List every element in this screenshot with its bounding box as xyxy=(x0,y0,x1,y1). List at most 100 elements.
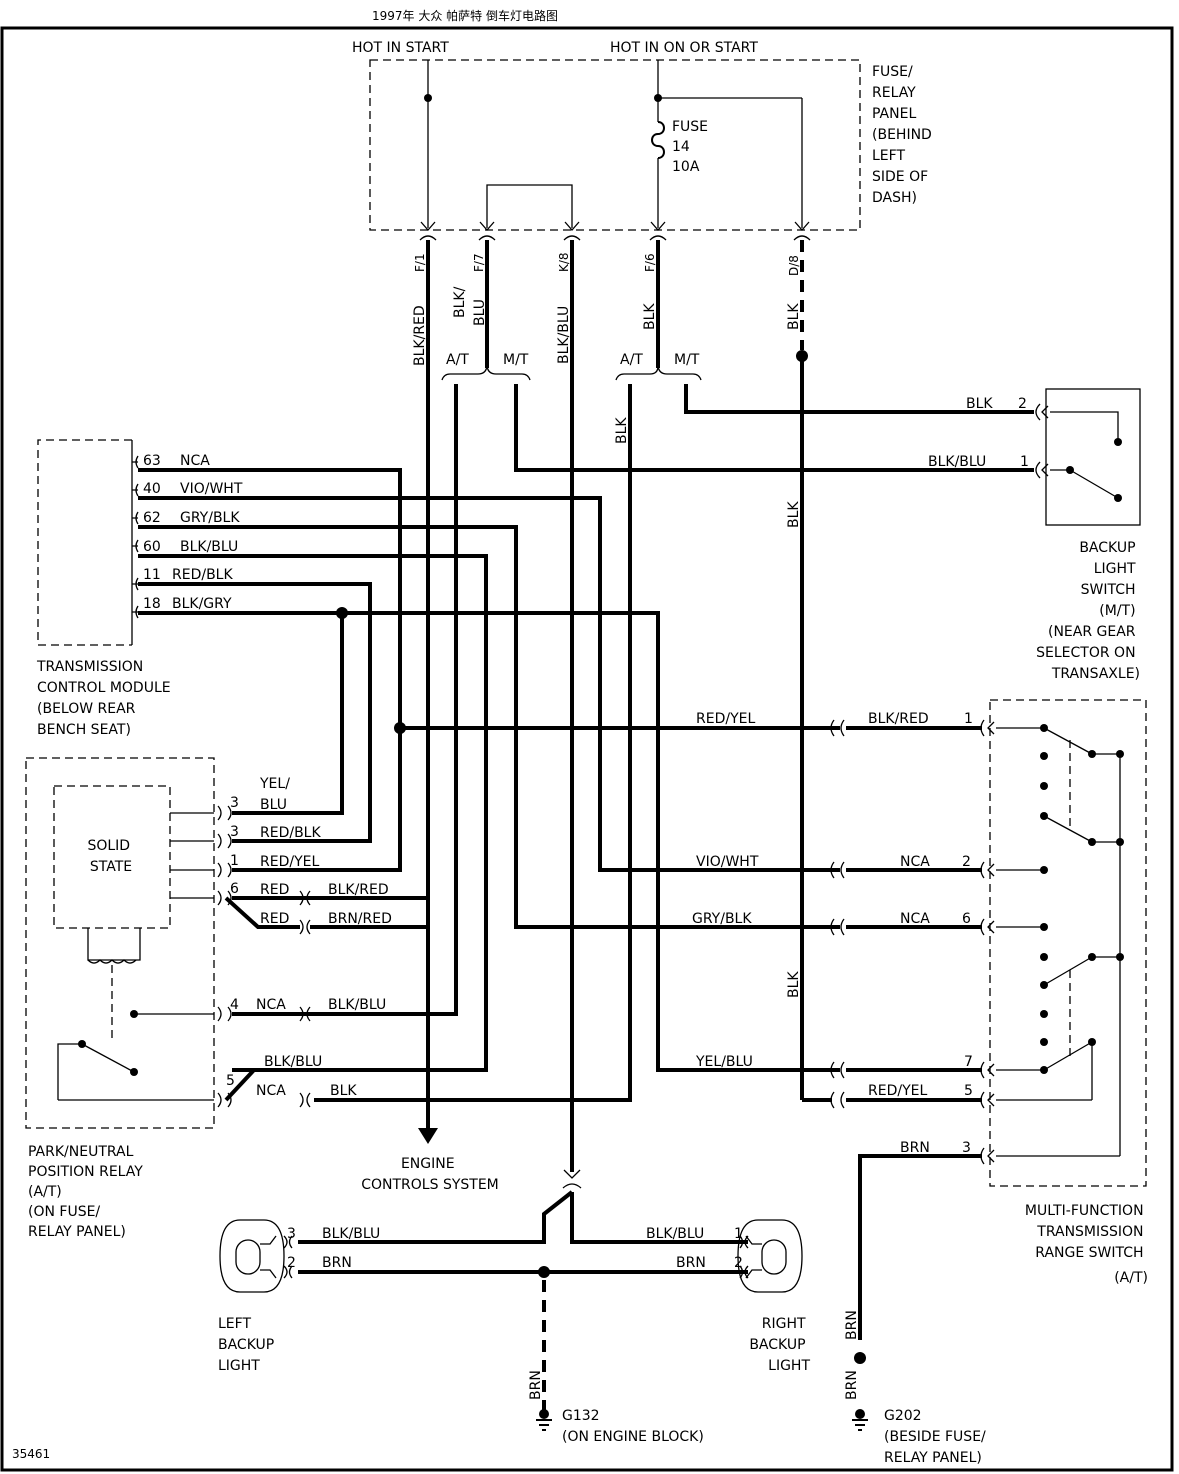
tcm-pin-num: 63 xyxy=(143,453,161,469)
mfrs-pin-wire-left: GRY/BLK xyxy=(692,911,752,927)
at-branch-wire xyxy=(314,384,632,1102)
right-light-connectors xyxy=(739,1235,749,1279)
backup-switch-label: BACKUP LIGHT SWITCH (M/T) (NEAR GEAR SEL… xyxy=(1036,540,1140,682)
splice-dot xyxy=(538,1266,550,1278)
relay-pin-num: 3 xyxy=(230,795,239,811)
fuse-panel-label: FUSE/ RELAY PANEL (BEHIND LEFT SIDE OF D… xyxy=(872,64,936,206)
tcm-pin-num: 40 xyxy=(143,481,161,497)
relay-pin-num: 5 xyxy=(226,1073,235,1089)
relay-pin-num: 4 xyxy=(230,997,239,1013)
g132-wire-label: BRN xyxy=(528,1370,544,1400)
tcm-label: TRANSMISSION CONTROL MODULE (BELOW REAR … xyxy=(36,659,175,738)
right-light-label: RIGHT BACKUP LIGHT xyxy=(749,1316,810,1374)
relay-contact xyxy=(78,1040,86,1048)
mfrs-pin-wire-right: NCA xyxy=(900,854,930,870)
connector-f7-label: F/7 xyxy=(472,253,486,272)
relay-contact xyxy=(130,1068,138,1076)
relay-pin-num: 3 xyxy=(230,824,239,840)
splice-dot xyxy=(654,94,662,102)
mfrs-pin-num: 7 xyxy=(964,1054,973,1070)
right-light-pin-wire: BRN xyxy=(676,1255,706,1271)
engine-controls-label: ENGINE CONTROLS SYSTEM xyxy=(361,1156,499,1193)
tcm-pin-num: 18 xyxy=(143,596,161,612)
relay-pin-num: 1 xyxy=(230,853,239,869)
g202-wire-label: BRN xyxy=(844,1310,860,1340)
mfrs-pin-num: 1 xyxy=(964,711,973,727)
left-light-pin-num: 3 xyxy=(287,1226,296,1242)
switch-contact xyxy=(1066,466,1074,474)
relay-pin-labels: 3 YEL/ BLU 3 RED/BLK 1 RED/YEL 6 RED BLK… xyxy=(226,776,392,1099)
split-label-mt: M/T xyxy=(503,352,529,368)
relay-pin-wire: RED xyxy=(260,911,289,927)
mfrs-pin-wire-left: VIO/WHT xyxy=(696,854,759,870)
backup-light-switch xyxy=(1045,388,1141,526)
panel-connector-f6 xyxy=(649,221,667,241)
switch-contact xyxy=(1114,438,1122,446)
backup-switch-pin-wire: BLK/BLU xyxy=(928,454,986,470)
tcm-pin-wire: BLK/BLU xyxy=(180,539,238,555)
g202-desc: (BESIDE FUSE/ RELAY PANEL) xyxy=(884,1429,990,1466)
diagram-id: 35461 xyxy=(12,1447,50,1461)
left-backup-light xyxy=(219,1219,285,1293)
right-backup-light xyxy=(737,1219,803,1293)
wire-label-blk-blu: BLU xyxy=(472,299,488,326)
wire-label-blk: BLK xyxy=(614,417,630,444)
tcm-pin-num: 62 xyxy=(143,510,161,526)
mfrs-pin-labels: RED/YEL BLK/RED 1 VIO/WHT NCA 2 GRY/BLK … xyxy=(692,711,973,1156)
k8-junction-connector xyxy=(562,1169,582,1189)
relay-pin-wire: RED/YEL xyxy=(260,854,319,870)
mfrs-pin-wire-right: BLK/RED xyxy=(868,711,929,727)
diagram-border xyxy=(0,26,1174,1472)
left-light-pin-num: 2 xyxy=(287,1255,296,1271)
relay-pin-wire: BLK/RED xyxy=(328,882,389,898)
backup-switch-internals xyxy=(1050,411,1119,499)
wire-label-blk: BLK xyxy=(786,303,802,330)
g202-wire-label: BRN xyxy=(844,1370,860,1400)
mfrs-pin-num: 2 xyxy=(962,854,971,870)
mfrs-pin-num: 6 xyxy=(962,911,971,927)
relay-pin-wire: RED xyxy=(260,882,289,898)
tcm-pin-num: 60 xyxy=(143,539,161,555)
right-light-pin-wire: BLK/BLU xyxy=(646,1226,704,1242)
connector-symbol xyxy=(1035,461,1049,479)
split-label-at: A/T xyxy=(620,352,643,368)
splice-dot xyxy=(796,350,808,362)
tcm-pin-wire: RED/BLK xyxy=(172,567,233,583)
wire-label-blk: BLK xyxy=(786,501,802,528)
mfrs-connectors xyxy=(830,719,995,1165)
relay-pin-wire: YEL/ xyxy=(259,776,290,792)
relay-pin-wire: NCA xyxy=(256,997,286,1013)
right-light-pin-num: 1 xyxy=(734,1226,743,1242)
backup-switch-pin-num: 2 xyxy=(1018,396,1027,412)
mfrs-pin-wire-right: BRN xyxy=(900,1140,930,1156)
split-label-at: A/T xyxy=(446,352,469,368)
left-light-pin-wire: BLK/BLU xyxy=(322,1226,380,1242)
at-mt-split xyxy=(441,365,531,381)
tcm-pin-num: 11 xyxy=(143,567,161,583)
switch-contact xyxy=(1114,494,1122,502)
relay-pin-num: 6 xyxy=(230,881,239,897)
relay-pin-wire: BLU xyxy=(260,797,287,813)
engine-controls-arrow xyxy=(418,1128,438,1144)
relay-pin-wires xyxy=(224,896,456,1102)
mfrs-contacts xyxy=(1040,724,1124,1074)
fuse-relay-panel xyxy=(369,59,861,231)
wire-label-blk-blu: BLK/ xyxy=(452,286,468,318)
feed-wires xyxy=(426,240,804,1172)
g132-id: G132 xyxy=(562,1408,600,1424)
splice-dot xyxy=(424,94,432,102)
hot-in-start-label: HOT IN START xyxy=(352,40,449,56)
tcm-pin-wire: GRY/BLK xyxy=(180,510,240,526)
relay-pin-wire: RED/BLK xyxy=(260,825,321,841)
left-light-connectors xyxy=(283,1235,293,1279)
relay-pin-wire: BLK xyxy=(330,1083,357,1099)
park-neutral-relay xyxy=(25,757,215,1129)
panel-connector-d8 xyxy=(793,221,811,241)
solid-state-label: SOLID STATE xyxy=(87,838,134,875)
hot-in-on-or-start-label: HOT IN ON OR START xyxy=(610,40,758,56)
fuse-14-symbol xyxy=(651,121,665,159)
connector-f6-label: F/6 xyxy=(643,253,657,272)
backup-light-wires xyxy=(298,1190,748,1274)
tcm-pin-wire: NCA xyxy=(180,453,210,469)
